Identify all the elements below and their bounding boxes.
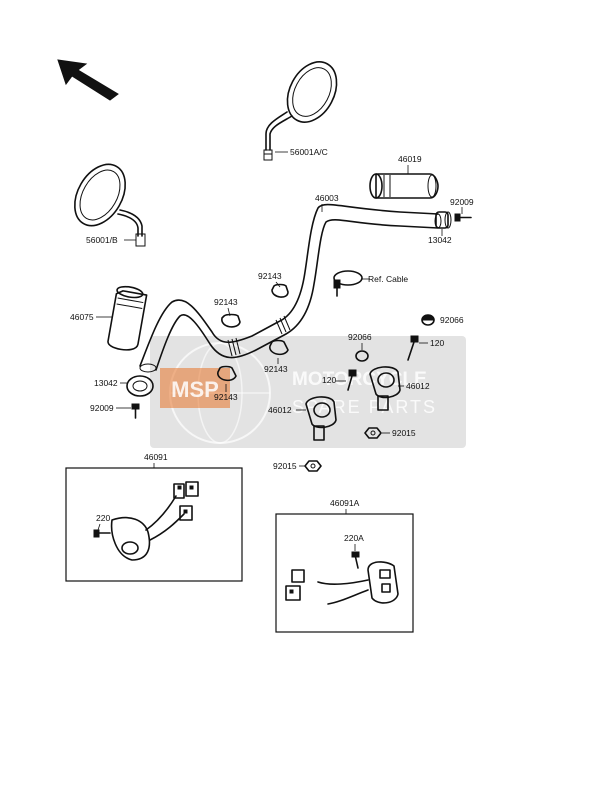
label-clamp-lower-left: 92143	[214, 392, 238, 402]
clamp-lower-left	[217, 365, 237, 382]
watermark: MSP MOTORCYCLE SPARE PARTS	[150, 336, 466, 448]
mirror-left	[73, 163, 146, 247]
label-screw-switch-left: 220	[96, 513, 110, 523]
label-bolt-right: 120	[430, 338, 444, 348]
label-mirror-left: 56001/B	[86, 235, 118, 245]
mirror-right	[263, 61, 338, 161]
clamp-mid	[221, 313, 241, 328]
clamp-lower-right	[269, 339, 289, 356]
label-clamp-upper: 92143	[258, 271, 282, 281]
label-nut-left: 92015	[273, 461, 297, 471]
label-mirror-right: 56001A/C	[290, 147, 328, 157]
cable-clip	[333, 270, 363, 297]
cap-mid	[355, 350, 369, 362]
handlebar	[139, 203, 442, 373]
label-weight-right: 13042	[428, 235, 452, 245]
label-clamp-mid: 92143	[214, 297, 238, 307]
weight-left	[126, 375, 154, 397]
switch-box-left	[65, 467, 243, 582]
screw-right	[454, 213, 472, 222]
label-screw-switch-right: 220A	[344, 533, 364, 543]
label-ref-cable: Ref. Cable	[368, 274, 408, 284]
bolt-right	[407, 335, 419, 361]
nut-right	[364, 427, 382, 439]
cap-right	[421, 314, 435, 326]
holder-right	[369, 366, 401, 411]
label-grip-right: 46019	[398, 154, 422, 164]
label-screw-left: 92009	[90, 403, 114, 413]
switch-box-right	[275, 513, 414, 633]
label-bolt-mid: 120	[322, 375, 336, 385]
weight-right	[435, 211, 452, 229]
label-holder-right: 46012	[406, 381, 430, 391]
label-holder-left: 46012	[268, 405, 292, 415]
grip-right	[369, 173, 439, 199]
label-cap-mid: 92066	[348, 332, 372, 342]
watermark-line2: SPARE PARTS	[292, 397, 437, 417]
label-handlebar: 46003	[315, 193, 339, 203]
label-weight-left: 13042	[94, 378, 118, 388]
screw-left	[131, 403, 140, 419]
watermark-logo-text: MSP	[171, 377, 219, 402]
label-switch-right: 46091A	[330, 498, 360, 508]
bolt-mid	[347, 369, 357, 391]
label-switch-left: 46091	[144, 452, 168, 462]
grip-left	[107, 285, 148, 351]
label-screw-right: 92009	[450, 197, 474, 207]
clamp-upper	[271, 283, 289, 298]
label-nut-right: 92015	[392, 428, 416, 438]
label-grip-left: 46075	[70, 312, 94, 322]
watermark-line1: MOTORCYCLE	[292, 369, 427, 390]
arrow-up-left-icon	[57, 59, 119, 101]
label-clamp-lower-right: 92143	[264, 364, 288, 374]
holder-left	[305, 396, 337, 441]
nut-left	[304, 460, 322, 472]
label-cap-right: 92066	[440, 315, 464, 325]
